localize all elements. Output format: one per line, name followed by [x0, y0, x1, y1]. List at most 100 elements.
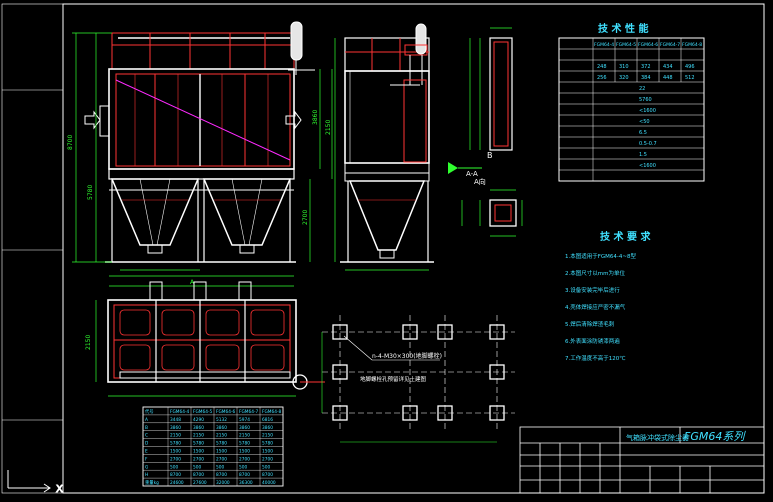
- tech-requirement-line: 2.本图尺寸以mm为单位: [565, 269, 625, 277]
- perf-cell: 6.5: [639, 130, 647, 136]
- perf-model-header: FGM64-5: [616, 42, 636, 48]
- dims-header-cell: FGM64-4: [170, 409, 190, 415]
- dims-cell: 32000: [216, 480, 230, 486]
- dims-cell: 1500: [170, 449, 181, 455]
- dims-cell: 5780: [262, 441, 273, 447]
- perf-cell: <1600: [639, 163, 656, 169]
- dims-cell: 2700: [262, 456, 273, 462]
- dims-header-cell: 代号: [145, 408, 154, 415]
- svg-text:8700: 8700: [67, 135, 74, 150]
- dims-cell: 5780: [170, 441, 181, 447]
- dims-header-cell: FGM64-8: [262, 409, 282, 415]
- tech-requirement-line: 4.壳体焊接应严密不漏气: [565, 303, 626, 311]
- tech-requirement-line: 1.本图适用于FGM64-4~8型: [565, 252, 637, 260]
- foundation-plan-view: n-4-M30×300(地脚螺栓) 地脚螺栓孔预留详见土建图: [321, 315, 515, 443]
- perf-cell: 434: [663, 64, 673, 70]
- series-name: FGM64系列: [684, 430, 746, 443]
- dims-cell: 500: [193, 464, 201, 470]
- svg-text:2150: 2150: [325, 120, 332, 135]
- foundation-bolt-spec: n-4-M30×300(地脚螺栓): [372, 352, 442, 360]
- tech-requirement-line: 5.焊后清除焊渣毛刺: [565, 320, 615, 328]
- dims-cell: 24600: [170, 480, 184, 486]
- svg-text:A: A: [190, 279, 195, 286]
- perf-cell: 310: [619, 64, 629, 70]
- dims-cell: 1500: [262, 449, 273, 455]
- dims-cell: 5132: [216, 417, 227, 423]
- dims-cell: 5780: [239, 441, 250, 447]
- dims-header-cell: FGM64-7: [239, 409, 259, 415]
- dims-cell: 1500: [216, 449, 227, 455]
- perf-cell: 1.5: [639, 152, 647, 158]
- dims-cell: 重量kg: [145, 479, 159, 486]
- dims-cell: E: [145, 449, 148, 455]
- svg-text:5780: 5780: [87, 185, 94, 200]
- dims-header-cell: FGM64-6: [216, 409, 236, 415]
- perf-cell: 372: [641, 64, 651, 70]
- perf-cell: 512: [685, 75, 695, 81]
- dims-cell: 1500: [193, 449, 204, 455]
- front-elevation-view: 8700 5780 3860 2150 2700 A: [67, 21, 333, 287]
- dims-cell: A: [145, 417, 148, 423]
- dims-cell: H: [145, 472, 148, 478]
- perf-cell: 320: [619, 75, 629, 81]
- plan-view: 2150: [85, 281, 325, 397]
- dims-cell: 2150: [239, 433, 250, 439]
- perf-cell: 5760: [639, 97, 652, 103]
- dims-cell: 5780: [193, 441, 204, 447]
- perf-cell: 384: [641, 75, 651, 81]
- tech-requirement-line: 7.工作温度不高于120℃: [565, 354, 625, 362]
- dims-cell: 500: [170, 464, 178, 470]
- dims-cell: B: [145, 425, 148, 431]
- perf-model-header: FGM64-6: [638, 42, 658, 48]
- ucs-axis-icon: X: [7, 470, 64, 496]
- perf-cell: 22: [639, 86, 645, 92]
- perf-cell: 248: [597, 64, 607, 70]
- dims-cell: 3860: [239, 425, 250, 431]
- dims-cell: C: [145, 433, 148, 439]
- section-label-a: A-A: [466, 170, 478, 178]
- perf-cell: 448: [663, 75, 673, 81]
- svg-text:2150: 2150: [85, 335, 92, 350]
- dims-cell: 2150: [170, 433, 181, 439]
- tech-requirement-line: 6.外表面涂防锈漆两遍: [565, 337, 620, 345]
- dims-cell: 2150: [216, 433, 227, 439]
- dims-cell: 8700: [193, 472, 204, 478]
- dims-header-cell: FGM64-5: [193, 409, 213, 415]
- dims-cell: 40000: [262, 480, 276, 486]
- perf-cell: 496: [685, 64, 695, 70]
- tech-requirements-section: 技 术 要 求 1.本图适用于FGM64-4~8型2.本图尺寸以mm为单位3.设…: [565, 230, 651, 362]
- perf-cell: 0.5-0.7: [639, 141, 657, 147]
- foundation-note: 地脚螺栓孔预留详见土建图: [360, 375, 427, 383]
- dims-cell: 5974: [239, 417, 250, 423]
- dims-cell: 1500: [239, 449, 250, 455]
- perf-cell: <50: [639, 119, 650, 125]
- dims-cell: G: [145, 464, 148, 470]
- perf-cell: <1600: [639, 108, 656, 114]
- tech-performance-title: 技 术 性 能: [598, 22, 648, 35]
- perf-model-header: FGM64-4: [594, 42, 614, 48]
- view-a-label: A向: [474, 177, 486, 186]
- dims-cell: 2700: [239, 456, 250, 462]
- svg-text:X: X: [56, 484, 63, 495]
- drawing-border: [1, 3, 765, 494]
- dims-cell: 3860: [193, 425, 204, 431]
- perf-model-header: FGM64-8: [682, 42, 702, 48]
- view-b-label: B: [487, 151, 493, 160]
- dims-cell: 2700: [170, 456, 181, 462]
- air-tank-side: [415, 23, 427, 55]
- dims-cell: D: [145, 441, 149, 447]
- tech-requirements-list: 1.本图适用于FGM64-4~8型2.本图尺寸以mm为单位3.设备安装完毕后进行…: [565, 252, 637, 362]
- dims-cell: 500: [262, 464, 270, 470]
- perf-model-header: FGM64-7: [660, 42, 680, 48]
- tech-requirements-title: 技 术 要 求: [600, 230, 651, 243]
- detail-panel-view: B: [469, 27, 513, 160]
- side-elevation-view: A-A: [334, 23, 482, 271]
- dims-cell: 500: [216, 464, 224, 470]
- dims-cell: 4290: [193, 417, 204, 423]
- dims-cell: 8700: [216, 472, 227, 478]
- svg-text:2700: 2700: [302, 210, 309, 225]
